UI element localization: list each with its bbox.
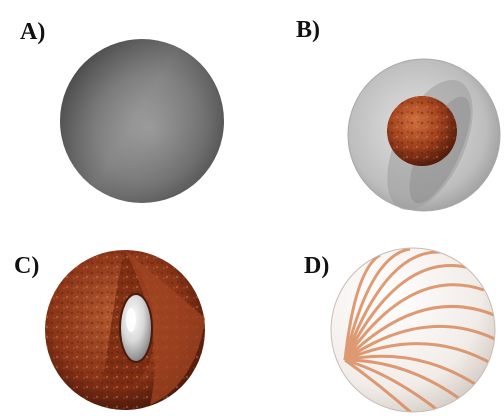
sphere-b	[348, 59, 500, 223]
sphere-a	[60, 39, 224, 203]
sphere-d	[331, 248, 497, 416]
sphere-c	[45, 250, 205, 410]
